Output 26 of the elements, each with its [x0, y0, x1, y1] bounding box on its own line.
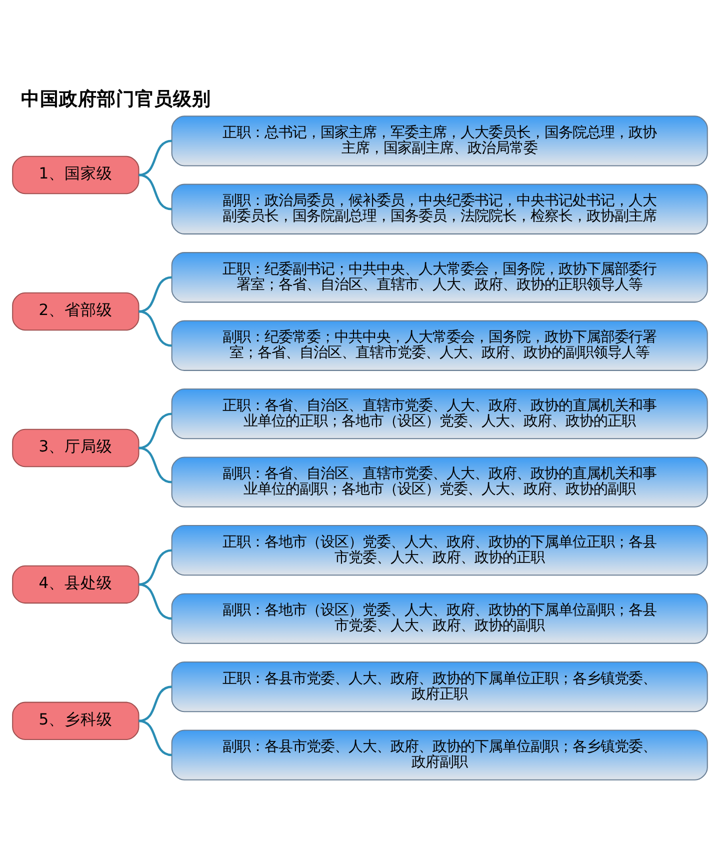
node-box: 正职：各县市党委、人大、政府、政协的下属单位正职；各乡镇党委、政府正职 [171, 661, 708, 712]
node-box: 5、乡科级 [12, 702, 140, 740]
node-box: 副职：纪委常委；中共中央，人大常委会，国务院，政协下属部委行署室；各省、自治区、直辖市党委、人大、政府、政协的副职领导人等 [171, 320, 708, 371]
connector [138, 720, 172, 756]
node-box: 正职：总书记，国家主席，军委主席，人大委员长，国务院总理，政协主席，国家副主席、政治局常委 [171, 116, 708, 166]
node-box: 正职：各省、自治区、直辖市党委、人大、政府、政协的直属机关和事业单位的正职；各地市（设区）党委、人大、政府、政协的正职 [171, 388, 708, 440]
connector [138, 174, 172, 210]
node-box: 副职：政治局委员，候补委员，中央纪委书记，中央书记处书记，人大副委员长，国务院副总理，国务委员，法院院长，检察长，政协副主席 [171, 184, 708, 234]
connector [138, 686, 172, 722]
node-box: 正职：各地市（设区）党委、人大、政府、政协的下属单位正职；各县市党委、人大、政府、政协的正职 [171, 525, 708, 576]
node-box: 副职：各省、自治区、直辖市党委、人大、政府、政协的直属机关和事业单位的副职；各地市（设区）党委、人大、政府、政协的副职 [171, 456, 708, 508]
connector [138, 446, 172, 484]
connector [138, 140, 172, 176]
connector [138, 276, 172, 313]
node-box: 4、县处级 [12, 565, 140, 604]
connector [138, 310, 172, 347]
connector [138, 583, 172, 620]
connector [138, 549, 172, 586]
node-box: 正职：纪委副书记；中共中央、人大常委会，国务院，政协下属部委行署室；各省、自治区、直辖市、人大、政府、政协的正职领导人等 [171, 252, 708, 303]
node-box: 3、厅局级 [12, 428, 140, 468]
diagram-title: 中国政府部门官员级别 [20, 89, 211, 110]
node-box: 1、国家级 [12, 156, 140, 194]
node-box: 2、省部级 [12, 292, 140, 331]
node-box: 副职：各县市党委、人大、政府、政协的下属单位副职；各乡镇党委、政府副职 [171, 730, 708, 780]
node-box: 副职：各地市（设区）党委、人大、政府、政协的下属单位副职；各县市党委、人大、政府、政协的副职 [171, 593, 708, 644]
connector [138, 412, 172, 450]
